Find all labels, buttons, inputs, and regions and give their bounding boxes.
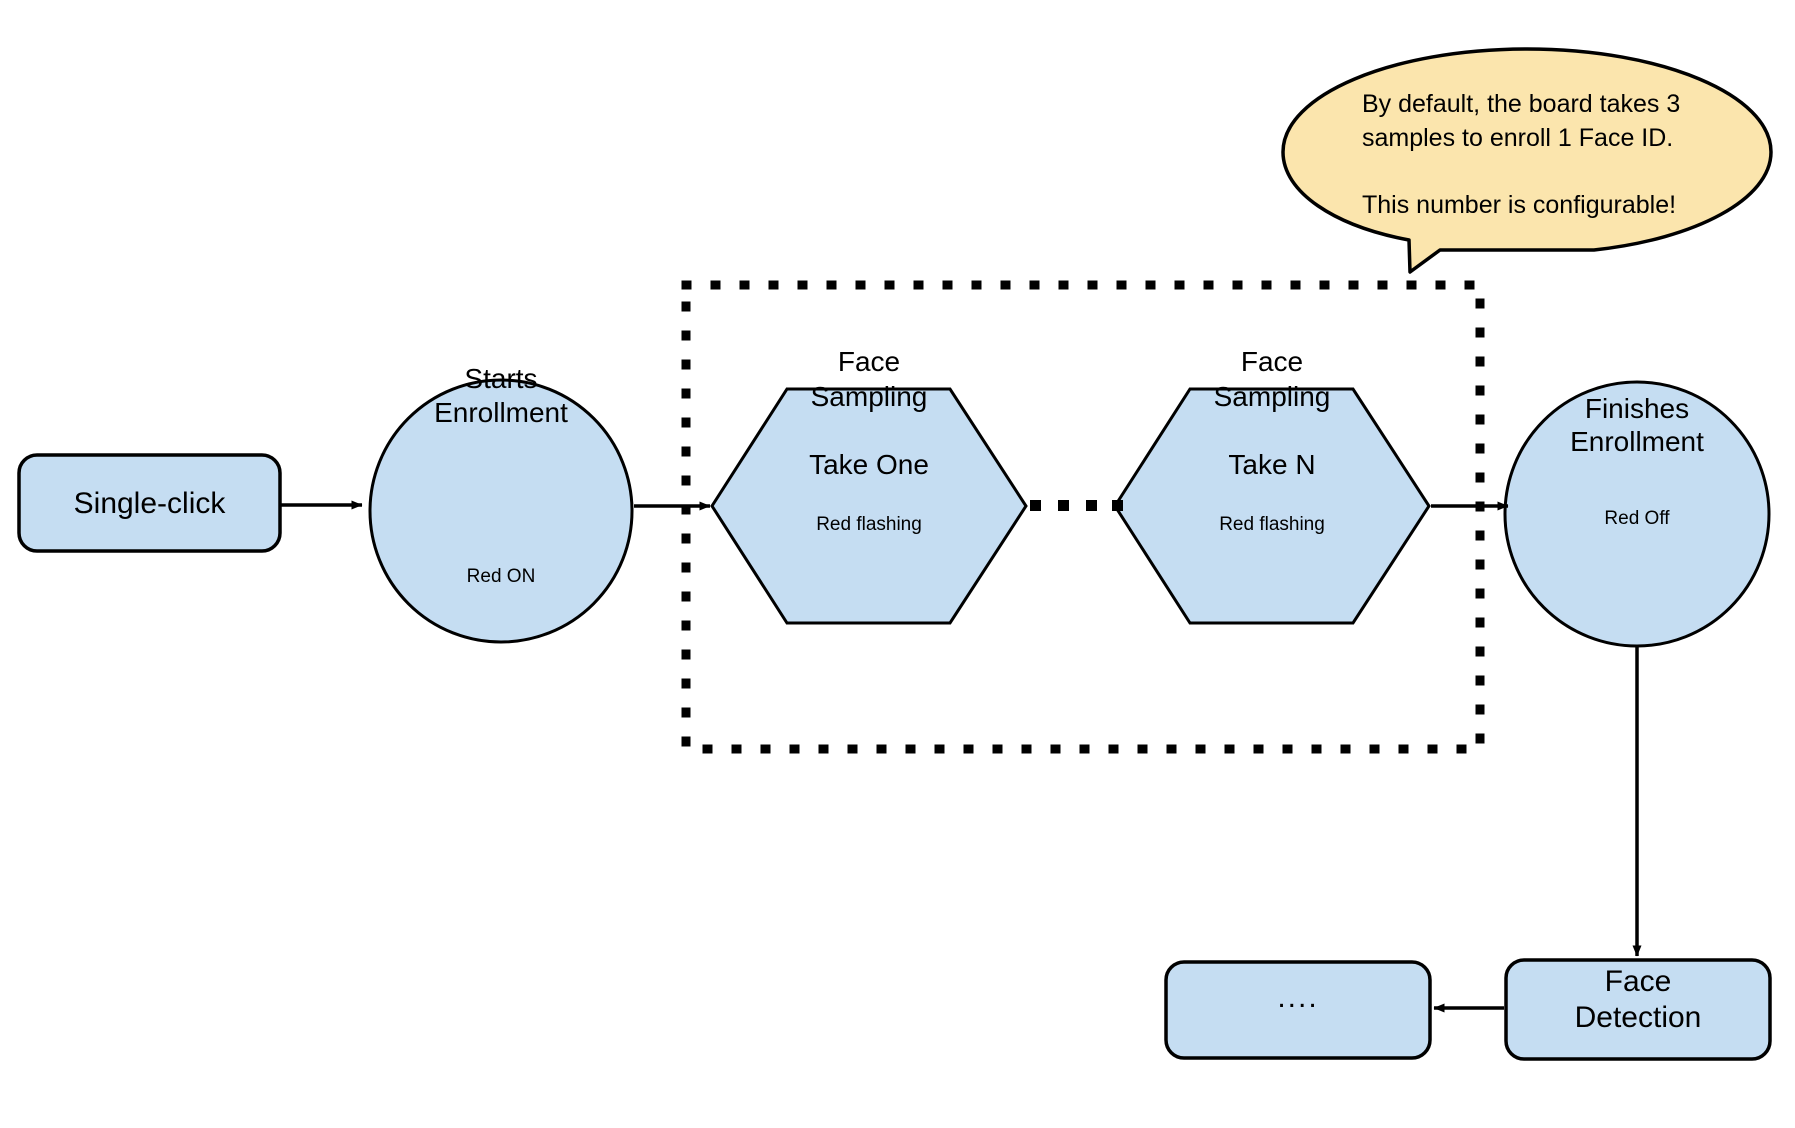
node-face-sampling-n-shape[interactable] <box>1113 387 1431 625</box>
callout-bubble <box>1281 47 1773 274</box>
node-finishes-enrollment-shape[interactable] <box>1503 380 1771 648</box>
node-ellipsis-box-shape[interactable] <box>1164 960 1432 1060</box>
sampling-repeat-ellipsis <box>1030 500 1123 511</box>
node-starts-enrollment-shape[interactable] <box>368 378 634 644</box>
node-single-click-shape[interactable] <box>17 453 282 553</box>
sampling-loop-region <box>681 280 1485 754</box>
node-face-detection-shape[interactable] <box>1504 958 1772 1061</box>
node-face-sampling-one-shape[interactable] <box>710 387 1028 625</box>
